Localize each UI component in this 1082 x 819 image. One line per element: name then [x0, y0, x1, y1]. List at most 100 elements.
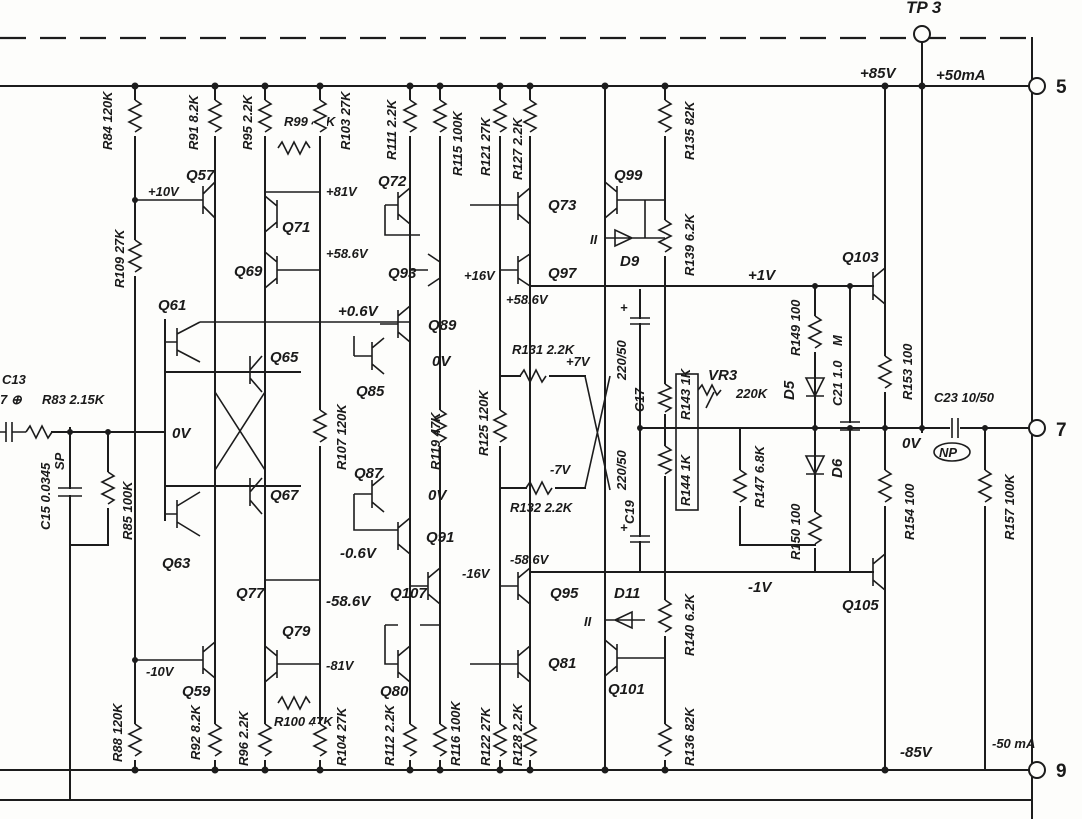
transistor-q99[interactable] [604, 181, 645, 219]
resistor-r112[interactable] [402, 723, 418, 760]
q73-label: Q73 [548, 197, 577, 214]
resistor-r88[interactable] [127, 723, 143, 760]
r143-label: R143 1K [678, 367, 693, 420]
transistor-q65[interactable] [249, 355, 263, 393]
supply-plus-current-label: +50mA [936, 67, 986, 84]
capacitor-c19[interactable] [630, 535, 650, 543]
resistor-r103[interactable] [312, 99, 328, 136]
r91-label: R91 8.2K [186, 93, 201, 150]
resistor-r96[interactable] [257, 723, 273, 760]
resistor-r154[interactable] [877, 469, 893, 506]
resistor-r95[interactable] [257, 99, 273, 136]
resistor-r144[interactable] [656, 445, 674, 476]
resistor-r83[interactable] [25, 424, 53, 440]
resistor-r140[interactable] [657, 599, 673, 636]
diode-d5[interactable] [804, 377, 826, 398]
resistor-r128[interactable] [522, 723, 538, 760]
resistor-r135[interactable] [657, 99, 673, 136]
resistor-r131[interactable] [519, 368, 547, 384]
resistor-r150[interactable] [807, 511, 823, 548]
r104-label: R104 27K [334, 706, 349, 766]
resistor-r143[interactable] [656, 383, 674, 414]
transistor-q71[interactable] [264, 191, 320, 233]
transistor-q69[interactable] [264, 251, 320, 289]
potentiometer-vr3[interactable] [697, 383, 722, 409]
vr3-label: VR3 [708, 367, 738, 384]
resistor-r107[interactable] [312, 409, 328, 446]
transistor-q72[interactable] [384, 187, 420, 236]
transistor-q105[interactable] [872, 553, 886, 591]
transistor-q91[interactable] [397, 517, 411, 555]
capacitor-c23[interactable] [950, 418, 960, 438]
r125-label: R125 120K [476, 389, 491, 456]
resistor-r147[interactable] [732, 469, 748, 506]
q81-label: Q81 [548, 655, 576, 672]
v-minus16-label: -16V [462, 566, 491, 581]
resistor-r91[interactable] [207, 99, 223, 136]
transistor-q67[interactable] [249, 477, 263, 515]
v-minus7-label: -7V [550, 462, 572, 477]
resistor-r125[interactable] [492, 409, 508, 446]
supply-minus-current-label: -50 mA [992, 736, 1035, 751]
resistor-r85[interactable] [100, 471, 116, 508]
resistor-r121[interactable] [492, 99, 508, 136]
transistor-q93[interactable] [410, 253, 441, 287]
transistor-q61[interactable] [165, 321, 410, 363]
resistor-r100[interactable] [277, 695, 311, 711]
r128-label: R128 2.2K [510, 702, 525, 766]
resistor-r115[interactable] [432, 99, 448, 136]
r112-label: R112 2.2K [382, 703, 397, 766]
diode-d6[interactable] [804, 455, 826, 476]
transistor-q87[interactable] [353, 475, 398, 531]
terminal-5[interactable] [1028, 77, 1046, 95]
transistor-q63[interactable] [165, 491, 201, 537]
capacitor-c13[interactable] [0, 422, 26, 442]
resistor-r104[interactable] [312, 723, 328, 760]
resistor-r119[interactable] [432, 409, 448, 446]
transistor-q101[interactable] [604, 639, 665, 677]
q71-label: Q71 [282, 219, 310, 236]
transistor-q59[interactable] [135, 641, 216, 679]
resistor-r92[interactable] [207, 723, 223, 760]
resistor-r157[interactable] [977, 469, 993, 506]
transistor-q97[interactable] [500, 253, 531, 287]
transistor-q85[interactable] [353, 336, 385, 375]
resistor-r132[interactable] [525, 480, 553, 496]
v-plus81-label: +81V [326, 184, 358, 199]
resistor-r153[interactable] [877, 355, 893, 392]
transistor-q95[interactable] [500, 567, 531, 605]
capacitor-c17[interactable] [630, 317, 650, 325]
terminal-7[interactable] [1028, 419, 1046, 437]
q79-label: Q79 [282, 623, 311, 640]
resistor-r109[interactable] [127, 239, 143, 276]
r153-label: R153 100 [900, 343, 915, 400]
q77-label: Q77 [236, 585, 265, 602]
c23-np-mark [933, 442, 971, 462]
resistor-r99[interactable] [277, 140, 311, 156]
resistor-r116[interactable] [432, 723, 448, 760]
diode-d9[interactable] [605, 228, 645, 248]
transistor-q80[interactable] [384, 624, 440, 683]
transistor-q73[interactable] [470, 187, 531, 225]
tp3-terminal[interactable] [913, 25, 931, 43]
diode-d11[interactable] [605, 610, 645, 630]
resistor-r136[interactable] [657, 723, 673, 760]
resistor-r127[interactable] [522, 99, 538, 136]
v-0-q91-label: 0V [428, 487, 448, 504]
transistor-q57[interactable] [135, 181, 216, 219]
q85-label: Q85 [356, 383, 385, 400]
terminal-9[interactable] [1028, 761, 1046, 779]
resistor-r111[interactable] [402, 99, 418, 136]
transistor-q79[interactable] [264, 645, 320, 683]
resistor-r122[interactable] [492, 723, 508, 760]
rail-junctions [131, 82, 926, 774]
transistor-q107[interactable] [410, 567, 441, 605]
transistor-q81[interactable] [470, 645, 531, 683]
resistor-r149[interactable] [807, 315, 823, 352]
q57-label: Q57 [186, 167, 215, 184]
capacitor-c15[interactable] [58, 487, 82, 497]
q97-label: Q97 [548, 265, 577, 282]
resistor-r84[interactable] [127, 99, 143, 136]
transistor-q89[interactable] [380, 305, 411, 343]
transistor-q103[interactable] [872, 267, 886, 305]
